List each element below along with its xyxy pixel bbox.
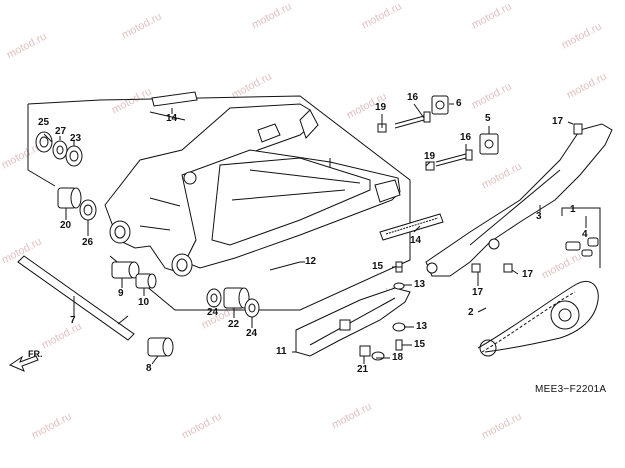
callout-13: 13	[414, 279, 426, 290]
callout-2: 2	[468, 307, 474, 318]
collar-8	[148, 338, 173, 356]
callout-23: 23	[70, 133, 82, 144]
callout-15: 15	[414, 339, 426, 350]
callout-19: 19	[424, 151, 436, 162]
callout-15: 15	[372, 261, 384, 272]
callout-26: 26	[82, 237, 94, 248]
callout-20: 21	[357, 364, 369, 375]
callout-27: 27	[55, 126, 67, 137]
callout-24: 24	[207, 307, 219, 318]
callout-25: 25	[38, 117, 50, 128]
master-link-kit	[566, 238, 598, 256]
callout-18: 18	[392, 352, 404, 363]
callout-5: 5	[485, 113, 491, 124]
callout-12: 12	[305, 256, 317, 267]
diagram-code: MEE3−F2201A	[535, 384, 607, 395]
chain-slider	[296, 288, 410, 356]
drive-chain	[478, 281, 598, 356]
callout-10: 10	[138, 297, 150, 308]
chain-cover	[426, 124, 612, 276]
callout-19: 19	[375, 102, 387, 113]
callout-6: 6	[456, 98, 462, 109]
kit-bracket	[562, 208, 600, 268]
callout-14: 14	[166, 113, 178, 124]
lower-bearings	[207, 288, 259, 317]
callout-11: 11	[276, 346, 287, 357]
collars	[112, 262, 156, 288]
pivot-shaft	[18, 256, 134, 340]
label-strip	[152, 92, 197, 106]
front-direction-label: FR.	[28, 349, 43, 359]
decal-strip	[380, 214, 443, 240]
callout-17: 17	[472, 287, 484, 298]
callout-1: 1	[570, 204, 576, 215]
callout-7: 7	[70, 315, 76, 326]
callout-13: 13	[416, 321, 428, 332]
group-bracket-outline	[28, 104, 55, 186]
callout-8: 8	[146, 363, 152, 374]
callout-17: 17	[522, 269, 534, 280]
leader-lines	[44, 104, 586, 364]
callout-4: 4	[582, 229, 588, 240]
pivot-seals	[36, 132, 82, 166]
pivot-bearings	[58, 188, 96, 220]
callout-3: 3	[536, 211, 542, 222]
upper-fasteners	[378, 96, 498, 170]
callout-14: 14	[410, 235, 422, 246]
callout-16: 16	[460, 132, 472, 143]
callout-22: 22	[228, 319, 240, 330]
callout-17: 17	[552, 116, 564, 127]
callout-16: 16	[407, 92, 419, 103]
group-bracket-outline	[28, 96, 410, 310]
swingarm	[105, 104, 400, 276]
callout-24: 24	[246, 328, 258, 339]
callout-9: 9	[118, 288, 124, 299]
front-direction-arrow	[10, 356, 38, 371]
callout-21: 20	[60, 220, 72, 231]
